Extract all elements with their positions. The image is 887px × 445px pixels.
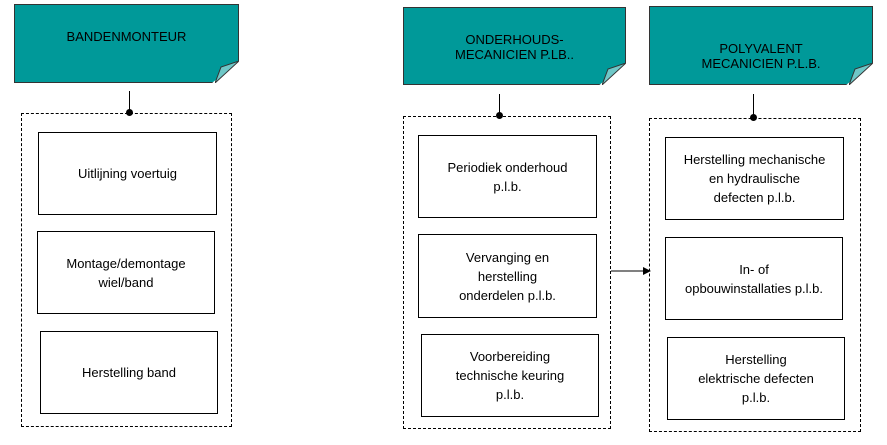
role-title: BANDENMONTEUR [66,29,187,44]
role-header-onderhoudsmecanicien: ONDERHOUDS- MECANICIEN P.LB.. [403,7,626,85]
folded-corner-icon [849,63,873,85]
role-header-polyvalent-mecanicien: POLYVALENT MECANICIEN P.L.B. [649,6,873,85]
task-label: Vervanging en herstelling onderdelen p.l… [459,249,556,303]
connector-line [129,91,130,113]
task-label: Montage/demontage wiel/band [66,255,186,290]
task-box: Periodiek onderhoud p.l.b. [418,135,597,218]
task-box: Vervanging en herstelling onderdelen p.l… [418,234,597,318]
task-label: In- of opbouwinstallaties p.l.b. [684,261,824,296]
task-label: Voorbereiding technische keuring p.l.b. [455,349,565,402]
task-group-polyvalent-mecanicien [649,118,861,432]
folded-corner-icon [602,63,626,85]
task-label: Herstelling mechanische en hydraulische … [683,152,826,205]
role-title: POLYVALENT MECANICIEN P.L.B. [701,41,821,71]
task-group-onderhoudsmecanicien [403,116,611,429]
role-title: ONDERHOUDS- MECANICIEN P.LB.. [455,32,574,62]
task-label: Uitlijning voertuig [78,166,177,181]
task-label: Herstelling elektrische defecten p.l.b. [698,352,814,405]
connector-dot [750,114,757,121]
task-box: Voorbereiding technische keuring p.l.b. [421,334,599,417]
folded-corner-icon [215,61,239,83]
task-box: In- of opbouwinstallaties p.l.b. [665,237,843,320]
task-box: Herstelling elektrische defecten p.l.b. [667,337,845,420]
role-header-bandenmonteur: BANDENMONTEUR [14,4,239,83]
task-label: Herstelling band [82,365,176,380]
task-box: Herstelling mechanische en hydraulische … [665,137,844,220]
task-group-bandenmonteur [21,113,232,427]
flow-arrow [611,267,651,275]
connector-dot [126,109,133,116]
connector-line [753,94,754,118]
connector-line [499,94,500,116]
task-box: Montage/demontage wiel/band [37,231,215,314]
connector-dot [496,112,503,119]
task-box: Herstelling band [40,331,218,414]
task-label: Periodiek onderhoud p.l.b. [447,159,568,194]
task-box: Uitlijning voertuig [38,132,217,215]
